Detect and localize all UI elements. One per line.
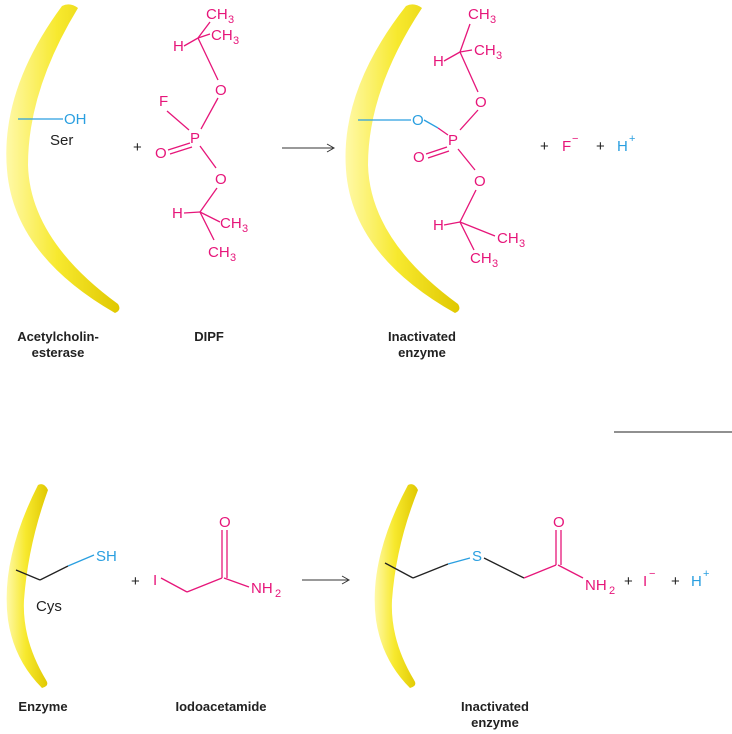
enzyme-surface [6, 4, 119, 313]
svg-text:3: 3 [492, 258, 498, 270]
dipf-molecule: CH 3 H CH 3 O F P O O H CH 3 CH 3 [155, 6, 248, 264]
svg-text:3: 3 [519, 238, 525, 250]
svg-text:H: H [433, 217, 444, 234]
plus-sign: + [596, 138, 605, 155]
svg-text:CH: CH [497, 230, 519, 247]
thiol-group: SH [96, 548, 117, 565]
iodine-atom: I [153, 572, 157, 589]
svg-text:O: O [475, 94, 487, 111]
plus-charge: + [629, 133, 635, 145]
svg-text:3: 3 [490, 14, 496, 26]
svg-text:2: 2 [275, 588, 281, 600]
phosphorus-atom: P [448, 132, 458, 149]
plus-sign: + [671, 573, 680, 590]
label-enzyme: Enzyme [18, 699, 67, 714]
oxygen-atom: O [155, 145, 167, 162]
hydroxyl-group: OH [64, 111, 87, 128]
svg-text:O: O [413, 149, 425, 166]
svg-text:CH: CH [206, 6, 228, 23]
cysteine-label: Cys [36, 598, 62, 615]
svg-text:CH: CH [208, 244, 230, 261]
label-inactivated-enzyme: Inactivated [461, 699, 529, 714]
plus-sign: + [133, 139, 142, 156]
plus-sign: + [131, 573, 140, 590]
sulfur-atom: S [472, 548, 482, 565]
plus-sign: + [540, 138, 549, 155]
svg-text:CH: CH [470, 250, 492, 267]
fluoride-ion: F [562, 138, 571, 155]
svg-text:CH: CH [211, 27, 233, 44]
oxygen-atom: O [412, 112, 424, 129]
oxygen-atom: O [553, 514, 565, 531]
svg-text:3: 3 [228, 14, 234, 26]
plus-charge: + [703, 568, 709, 580]
plus-sign: + [624, 573, 633, 590]
oxygen-atom: O [215, 171, 227, 188]
svg-text:O: O [474, 173, 486, 190]
enzyme-surface [7, 484, 48, 688]
enzyme-surface [346, 4, 460, 313]
svg-text:CH: CH [220, 215, 242, 232]
label-acetylcholinesterase: Acetylcholin- [17, 329, 99, 344]
amide-group: NH [585, 577, 607, 594]
proton: H [691, 573, 702, 590]
label-iodoacetamide: Iodoacetamide [175, 699, 266, 714]
svg-text:2: 2 [609, 585, 615, 597]
label-inactivated-enzyme: enzyme [398, 345, 446, 360]
proton: H [617, 138, 628, 155]
label-dipf: DIPF [194, 329, 224, 344]
phosphorus-atom: P [190, 130, 200, 147]
label-acetylcholinesterase: esterase [32, 345, 85, 360]
oxygen-atom: O [219, 514, 231, 531]
iodide-ion: I [643, 573, 647, 590]
svg-text:H: H [172, 205, 183, 222]
svg-text:3: 3 [496, 50, 502, 62]
label-inactivated-enzyme: Inactivated [388, 329, 456, 344]
svg-text:H: H [433, 53, 444, 70]
oxygen-atom: O [215, 82, 227, 99]
svg-text:CH: CH [468, 6, 490, 23]
fluorine-atom: F [159, 93, 168, 110]
svg-text:3: 3 [233, 35, 239, 47]
iodoacetamide-molecule: I O NH 2 [153, 514, 281, 600]
serine-label: Ser [50, 132, 73, 149]
minus-charge: − [572, 133, 578, 145]
minus-charge: − [649, 568, 655, 580]
svg-text:3: 3 [230, 252, 236, 264]
svg-text:3: 3 [242, 223, 248, 235]
svg-text:CH: CH [474, 42, 496, 59]
svg-text:H: H [173, 38, 184, 55]
enzyme-surface [375, 484, 418, 688]
alkylated-enzyme: S O NH 2 [385, 514, 615, 597]
label-inactivated-enzyme: enzyme [471, 715, 519, 730]
amide-group: NH [251, 580, 273, 597]
